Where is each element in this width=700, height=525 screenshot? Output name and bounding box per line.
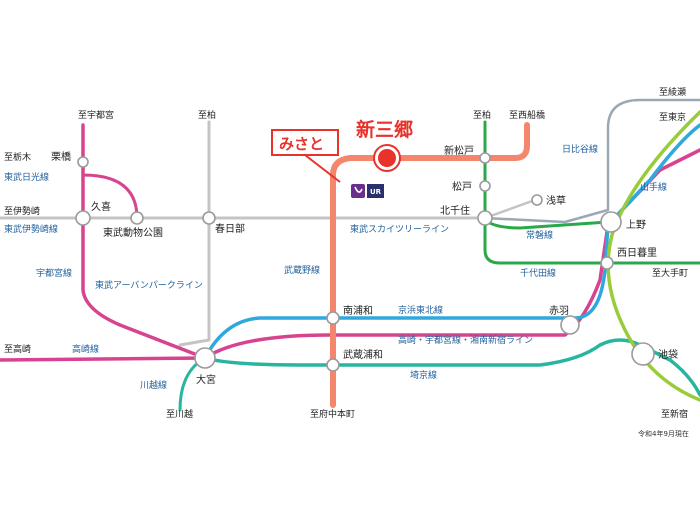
kawagoe-line-label: 川越線 [140,379,167,391]
ur-logo-plate [367,184,384,198]
tobu-isesaki-line-label: 東武伊勢崎線 [4,223,58,235]
musashino-line-path [330,122,530,408]
dest-otemachi: 至大手町 [652,267,688,279]
misato-callout-pointer [304,154,341,183]
dest-takasaki: 至高崎 [4,343,31,355]
dest-fuchu-hommachi: 至府中本町 [310,408,355,420]
kurihashi-marker [77,156,89,168]
kasukabe-label: 春日部 [215,222,245,235]
utsunomiya-line-path [81,123,207,360]
saikyo-line-label: 埼京線 [410,369,437,381]
ueno-label: 上野 [626,219,646,231]
dest-shinjuku: 至新宿 [661,408,688,420]
nishi-nippori-marker [600,256,614,270]
kuki-marker [75,210,91,226]
ikebukuro-label: 池袋 [658,348,678,361]
joban-line-label: 常磐線 [526,229,553,241]
kuki-label: 久喜 [91,200,111,213]
hibiya-line-label: 日比谷線 [562,143,598,155]
dest-kawagoe: 至川越 [166,408,193,420]
kasukabe-marker [202,211,216,225]
station-labels: 栗橋 久喜 東武動物公園 春日部 南浦和 武蔵浦和 大宮 赤羽 新松戸 松戸 北… [51,144,678,386]
nishi-nippori-label: 西日暮里 [617,246,657,259]
footnote: 令和4年9月現在 [638,429,689,438]
tobu-nikko-branch-path [81,173,139,220]
musashi-urawa-label: 武蔵浦和 [343,348,383,361]
omiya-marker [194,347,216,369]
minami-urawa-label: 南浦和 [343,304,373,317]
dest-tokyo: 至東京 [659,111,686,123]
kita-senju-label: 北千住 [440,204,470,217]
takasaki-line-label: 高崎線 [72,343,99,355]
ur-logo-text: UR [370,188,382,196]
dest-ayase: 至綾瀬 [659,86,686,98]
ueno-marker [600,211,622,233]
dest-tochigi: 至栃木 [4,151,31,163]
keihin-tohoku-line-path [203,123,700,360]
dest-kashiwa-right: 至柏 [473,109,491,121]
akabane-label: 赤羽 [549,305,569,317]
ur-logo-swoosh [354,186,363,193]
kita-senju-marker [477,210,493,226]
shin-matsudo-marker [479,152,491,164]
saikyo-line-path [203,338,700,397]
chiyoda-line-label: 千代田線 [520,267,556,279]
tobu-skytree-line-label: 東武スカイツリーライン [350,223,449,235]
musashino-line-label: 武蔵野線 [284,264,320,276]
tobu-zoo-label: 東武動物公園 [103,226,163,239]
shonan-shinjuku-line-path [203,148,700,360]
chiyoda-joban-line-path [483,120,700,265]
ur-logo: UR [351,184,384,198]
dest-utsunomiya: 至宇都宮 [78,109,114,121]
route-lines [0,98,700,412]
asakusa-label: 浅草 [546,194,566,207]
musashi-urawa-marker [326,358,340,372]
misato-callout-box [271,129,339,156]
tobu-urban-park-line-label: 東武アーバンパークライン [95,279,203,291]
minami-urawa-marker [326,311,340,325]
line-labels: 東武日光線 東武伊勢崎線 宇都宮線 東武アーバンパークライン 武蔵野線 東武スカ… [4,143,667,391]
tobu-nikko-line-label: 東武日光線 [4,171,49,183]
omiya-label: 大宮 [196,373,216,386]
station-markers [75,144,655,372]
misato-callout-text: みさと [279,135,324,153]
kurihashi-label: 栗橋 [51,150,71,163]
asakusa-marker [531,194,543,206]
keihin-tohoku-line-label: 京浜東北線 [398,304,443,316]
hibiya-line-path [483,98,700,224]
dest-nishi-funabashi: 至西船橋 [509,109,545,121]
shin-matsudo-label: 新松戸 [444,144,474,157]
matsudo-label: 松戸 [452,180,472,193]
ikebukuro-marker [631,342,655,366]
dest-isesaki: 至伊勢崎 [4,205,40,217]
utsunomiya-line-label: 宇都宮線 [36,267,72,279]
tobu-zoo-marker [130,211,144,225]
shin-misato-title: 新三郷 [356,118,413,141]
matsudo-marker [479,180,491,192]
shin-misato-marker [378,149,396,167]
tobu-urban-park-line-path [178,120,211,347]
destination-labels: 至宇都宮 至柏 至柏 至西船橋 至綾瀬 至東京 至栃木 至伊勢崎 至高崎 至川越… [4,86,688,420]
yamanote-line-label: 山手線 [640,181,667,193]
shonan-shinjuku-line-label: 高崎・宇都宮線・湘南新宿ライン [398,334,533,346]
takasaki-line-path [0,356,207,362]
akabane-marker [560,315,580,335]
yamanote-line-path [606,110,700,402]
dest-kashiwa-top: 至柏 [198,109,216,121]
tobu-skytree-to-asakusa-path [483,198,537,220]
